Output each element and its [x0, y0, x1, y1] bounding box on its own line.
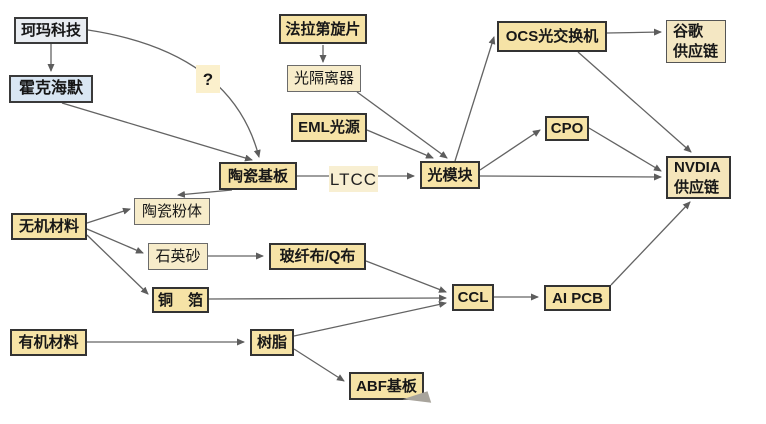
node-faraday-rotator: 法拉第旋片	[279, 14, 367, 44]
node-resin: 树脂	[250, 329, 294, 356]
edge-cpo-nvidia	[588, 127, 662, 172]
question-mark-label: ?	[196, 65, 220, 93]
edge-huoke-ceramic	[61, 102, 253, 162]
nvdia-supply-chain-line2: 供应链	[674, 178, 720, 196]
ltcc-edge-label: LTCC	[329, 166, 378, 192]
edge-optical-cpo	[479, 129, 541, 171]
node-google-supply-chain: 谷歌 供应链	[666, 20, 726, 63]
node-ocs-optical-switch: OCS光交换机	[497, 21, 607, 52]
edge-inorganic-copper	[86, 234, 149, 295]
node-kema-tech: 珂玛科技	[14, 17, 88, 44]
node-optical-module: 光模块	[420, 161, 480, 189]
edge-ocs-google	[606, 28, 662, 36]
edge-optical-nvidia	[479, 173, 662, 181]
node-cpo: CPO	[545, 116, 589, 141]
edge-fiberglass-ccl	[365, 260, 447, 293]
node-ai-pcb: AI PCB	[544, 285, 611, 311]
edge-resin-ccl	[293, 301, 447, 337]
edge-inorganic-quartz	[86, 228, 144, 254]
edge-copper-ccl	[208, 294, 447, 302]
node-abf-substrate: ABF基板	[349, 372, 432, 411]
edge-ocs-nvidia	[577, 51, 692, 153]
edge-aipcb-nvidia	[610, 201, 691, 286]
node-hawk-heimer: 霍克海默	[9, 75, 93, 103]
node-nvdia-supply-chain: NVDIA 供应链	[666, 156, 731, 199]
node-inorganic-materials: 无机材料	[11, 213, 87, 240]
edge-ceramic-powder	[177, 189, 233, 198]
node-organic-materials: 有机材料	[10, 329, 87, 356]
node-ccl: CCL	[452, 284, 494, 311]
google-supply-chain-line2: 供应链	[673, 42, 719, 60]
edge-inorganic-powder	[86, 207, 131, 224]
node-quartz-sand: 石英砂	[148, 243, 208, 270]
edge-isolator-optical	[356, 91, 448, 159]
edge-optical-ocs	[454, 36, 496, 162]
node-optical-isolator: 光隔离器	[287, 65, 361, 92]
node-ceramic-substrate: 陶瓷基板	[219, 162, 297, 190]
node-ceramic-powder: 陶瓷粉体	[134, 198, 210, 225]
node-copper-foil: 铜 箔	[152, 287, 209, 313]
abf-substrate-label: ABF基板	[356, 377, 417, 395]
google-supply-chain-line1: 谷歌	[673, 23, 704, 40]
node-eml-light-source: EML光源	[291, 113, 367, 142]
edge-resin-abf	[293, 348, 345, 382]
nvdia-supply-chain-line1: NVDIA	[674, 159, 721, 176]
node-fiberglass-q-cloth: 玻纤布/Q布	[269, 243, 366, 270]
edge-kema-ceramic	[87, 29, 261, 158]
edge-eml-optical	[366, 129, 434, 159]
